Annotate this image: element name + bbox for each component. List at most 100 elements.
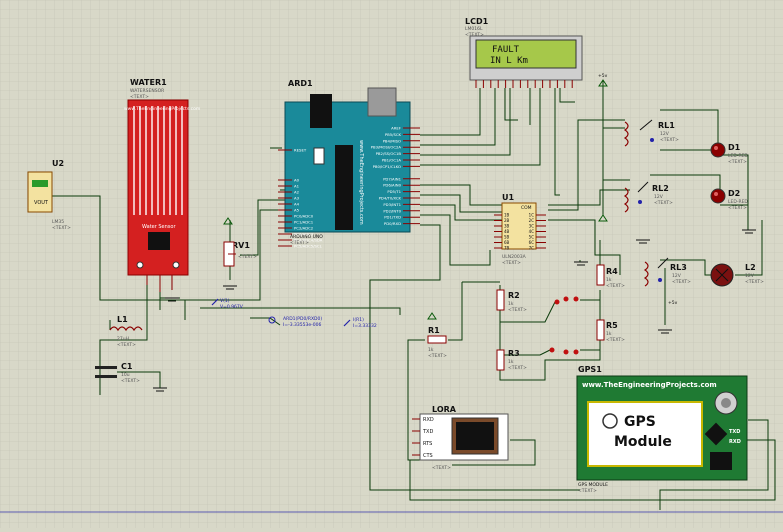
d2-text-tag: <TEXT>	[728, 205, 747, 211]
resistor-r3[interactable]: R3 1k <TEXT>	[496, 349, 527, 371]
lcd-line1: FAULT	[492, 45, 520, 55]
probe-ard-value: I=-3.33553e-006	[283, 322, 321, 328]
r4-value: 1k	[606, 277, 612, 283]
relay-rl1[interactable]: RL1 12V <TEXT>	[623, 119, 679, 147]
ground-water	[165, 297, 179, 302]
l1-coil	[109, 326, 143, 332]
water-brand: www.TheEngineeringProjects.com	[124, 106, 200, 112]
resistor-r1[interactable]: R1 1k <TEXT>	[427, 312, 447, 359]
rl2-value: 12V	[654, 194, 664, 200]
r2-value: 1k	[508, 301, 514, 307]
u1-output-pin-label: 4C	[529, 229, 535, 234]
rl3-text-tag: <TEXT>	[672, 279, 691, 285]
rl1-value: 12V	[660, 131, 670, 137]
arduino-right-pins: AREFPB5/SCKPB4/MISOPB3/MOSI/OC2APB2/SS/O…	[371, 126, 420, 226]
u2-lm35[interactable]: U2 VOUT LM35 <TEXT>	[27, 159, 71, 231]
switch-bottom[interactable]	[549, 347, 579, 355]
switch-top-contact-a	[554, 299, 560, 305]
lcd-text-tag: <TEXT>	[465, 32, 484, 38]
u1-output-pin-label: 6C	[529, 240, 535, 245]
probe-ard[interactable]: ARD1(PD0/RXD0) I=-3.33553e-006	[268, 316, 322, 328]
u2-ref: U2	[52, 159, 64, 168]
r4-body	[596, 264, 605, 286]
arduino-right-pin-label: PD7/AIN1	[383, 176, 401, 181]
led-d1[interactable]: D1 LED-RED <TEXT>	[710, 142, 748, 165]
ground-leds	[574, 229, 756, 266]
relay-rl3[interactable]: RL3 12V <TEXT> +5v	[643, 257, 691, 334]
r4-ref: R4	[606, 267, 618, 276]
arduino-left-pin-label: A1	[294, 184, 300, 189]
c1-value: 10u	[121, 372, 130, 378]
arduino-right-pin-label: PB0/ICP1/CLKO	[373, 164, 401, 169]
u1-input-pin-label: 5B	[504, 235, 510, 240]
gps-part: GPS MODULE	[578, 482, 608, 488]
u1-output-pin-label: 2C	[529, 218, 535, 223]
l1-ref: L1	[117, 315, 128, 324]
arduino-left-pin-label: PC2/ADC2	[294, 226, 314, 231]
r2-body	[496, 289, 505, 311]
resistor-r4[interactable]: R4 1k <TEXT>	[596, 264, 625, 289]
arduino-right-pin-label: PD4/T0/XCK	[379, 196, 402, 201]
gps-module[interactable]: GPS1 www.TheEngineeringProjects.com GPS …	[576, 365, 748, 494]
lcd-part: LM016L	[465, 26, 483, 32]
u2-part: LM35	[52, 219, 64, 225]
lamp-l2[interactable]: L2 12V <TEXT>	[710, 263, 764, 287]
u1-input-pin-label: 1B	[504, 213, 510, 218]
supply-top: +5v	[598, 73, 608, 87]
gps-pin-txd: TXD	[729, 429, 740, 435]
l1-value: 27uH	[117, 336, 129, 342]
l2-ref: L2	[745, 263, 756, 272]
rl2-ref: RL2	[652, 184, 669, 193]
resistor-r2[interactable]: R2 1k <TEXT>	[496, 289, 527, 313]
led-d2[interactable]: D2 LED-RED <TEXT>	[710, 188, 748, 211]
water-sensor[interactable]: WATER1 WATERSENSOR <TEXT> Water Sensor w…	[124, 78, 200, 292]
rv1-potentiometer[interactable]: RV1 <TEXT>	[223, 217, 257, 290]
arduino-left-pin-label: PC0/ADC0	[294, 214, 314, 219]
rl1-text-tag: <TEXT>	[660, 137, 679, 143]
water-text-tag: <TEXT>	[130, 94, 149, 100]
supply-top-label: +5v	[598, 73, 608, 79]
d1-part: LED-RED	[728, 153, 748, 159]
lcd-ref: LCD1	[465, 17, 489, 26]
lora-pin-label: CTS	[423, 453, 433, 459]
rv1-ref: RV1	[232, 241, 250, 250]
resistor-r5[interactable]: R5 1k <TEXT>	[596, 319, 625, 343]
probe-i-r1[interactable]: I(R1) I=3.33332	[343, 317, 377, 329]
relay-rl2[interactable]: RL2 12V <TEXT>	[623, 181, 673, 244]
lcd-display[interactable]: LCD1 LM016L <TEXT> FAULT IN L Km	[465, 17, 583, 88]
l1-inductor[interactable]: L1 27uH <TEXT>	[109, 315, 143, 348]
r3-ref: R3	[508, 349, 520, 358]
rl3-ref: RL3	[670, 263, 687, 272]
probe-v1[interactable]: V(1) V=0.967V	[211, 298, 244, 310]
arduino-power-jack	[310, 94, 332, 128]
u2-display	[32, 180, 48, 187]
lcd-line2: IN L Km	[490, 56, 528, 66]
u2-body	[27, 171, 53, 213]
arduino-left-pin-label: PC1/ADC1	[294, 220, 314, 225]
arduino-right-pin-label: PD5/T1	[387, 189, 401, 194]
c1-text-tag: <TEXT>	[121, 378, 140, 384]
arduino-uno[interactable]: ARD1 www.TheEngineeringProjects.com ARDU…	[278, 79, 420, 249]
rl1-ref: RL1	[658, 121, 675, 130]
arduino-right-pin-label: PB4/MISO	[383, 138, 401, 143]
arduino-crystal	[313, 147, 325, 165]
arduino-right-pin-label: PB5/SCK	[385, 132, 402, 137]
lcd-screen	[475, 39, 577, 69]
arduino-right-pin-label: PD0/RXD	[384, 221, 401, 226]
arduino-brand: www.TheEngineeringProjects.com	[358, 140, 364, 225]
u1-ref: U1	[502, 193, 514, 202]
r1-ref: R1	[428, 326, 440, 335]
arduino-right-pin-label: PB3/MOSI/OC2A	[371, 145, 402, 150]
d1-ref: D1	[728, 143, 741, 152]
arduino-ref: ARD1	[288, 79, 313, 88]
arduino-left-pin-label: RESET	[294, 148, 307, 153]
switch-top[interactable]	[554, 296, 579, 305]
c1-capacitor[interactable]: C1 10u <TEXT>	[95, 362, 167, 392]
r1-body	[427, 335, 447, 344]
probe-v1-name: V(1)	[220, 298, 230, 304]
water-board-label: Water Sensor	[142, 224, 176, 230]
lora-ref: LORA	[432, 405, 457, 414]
